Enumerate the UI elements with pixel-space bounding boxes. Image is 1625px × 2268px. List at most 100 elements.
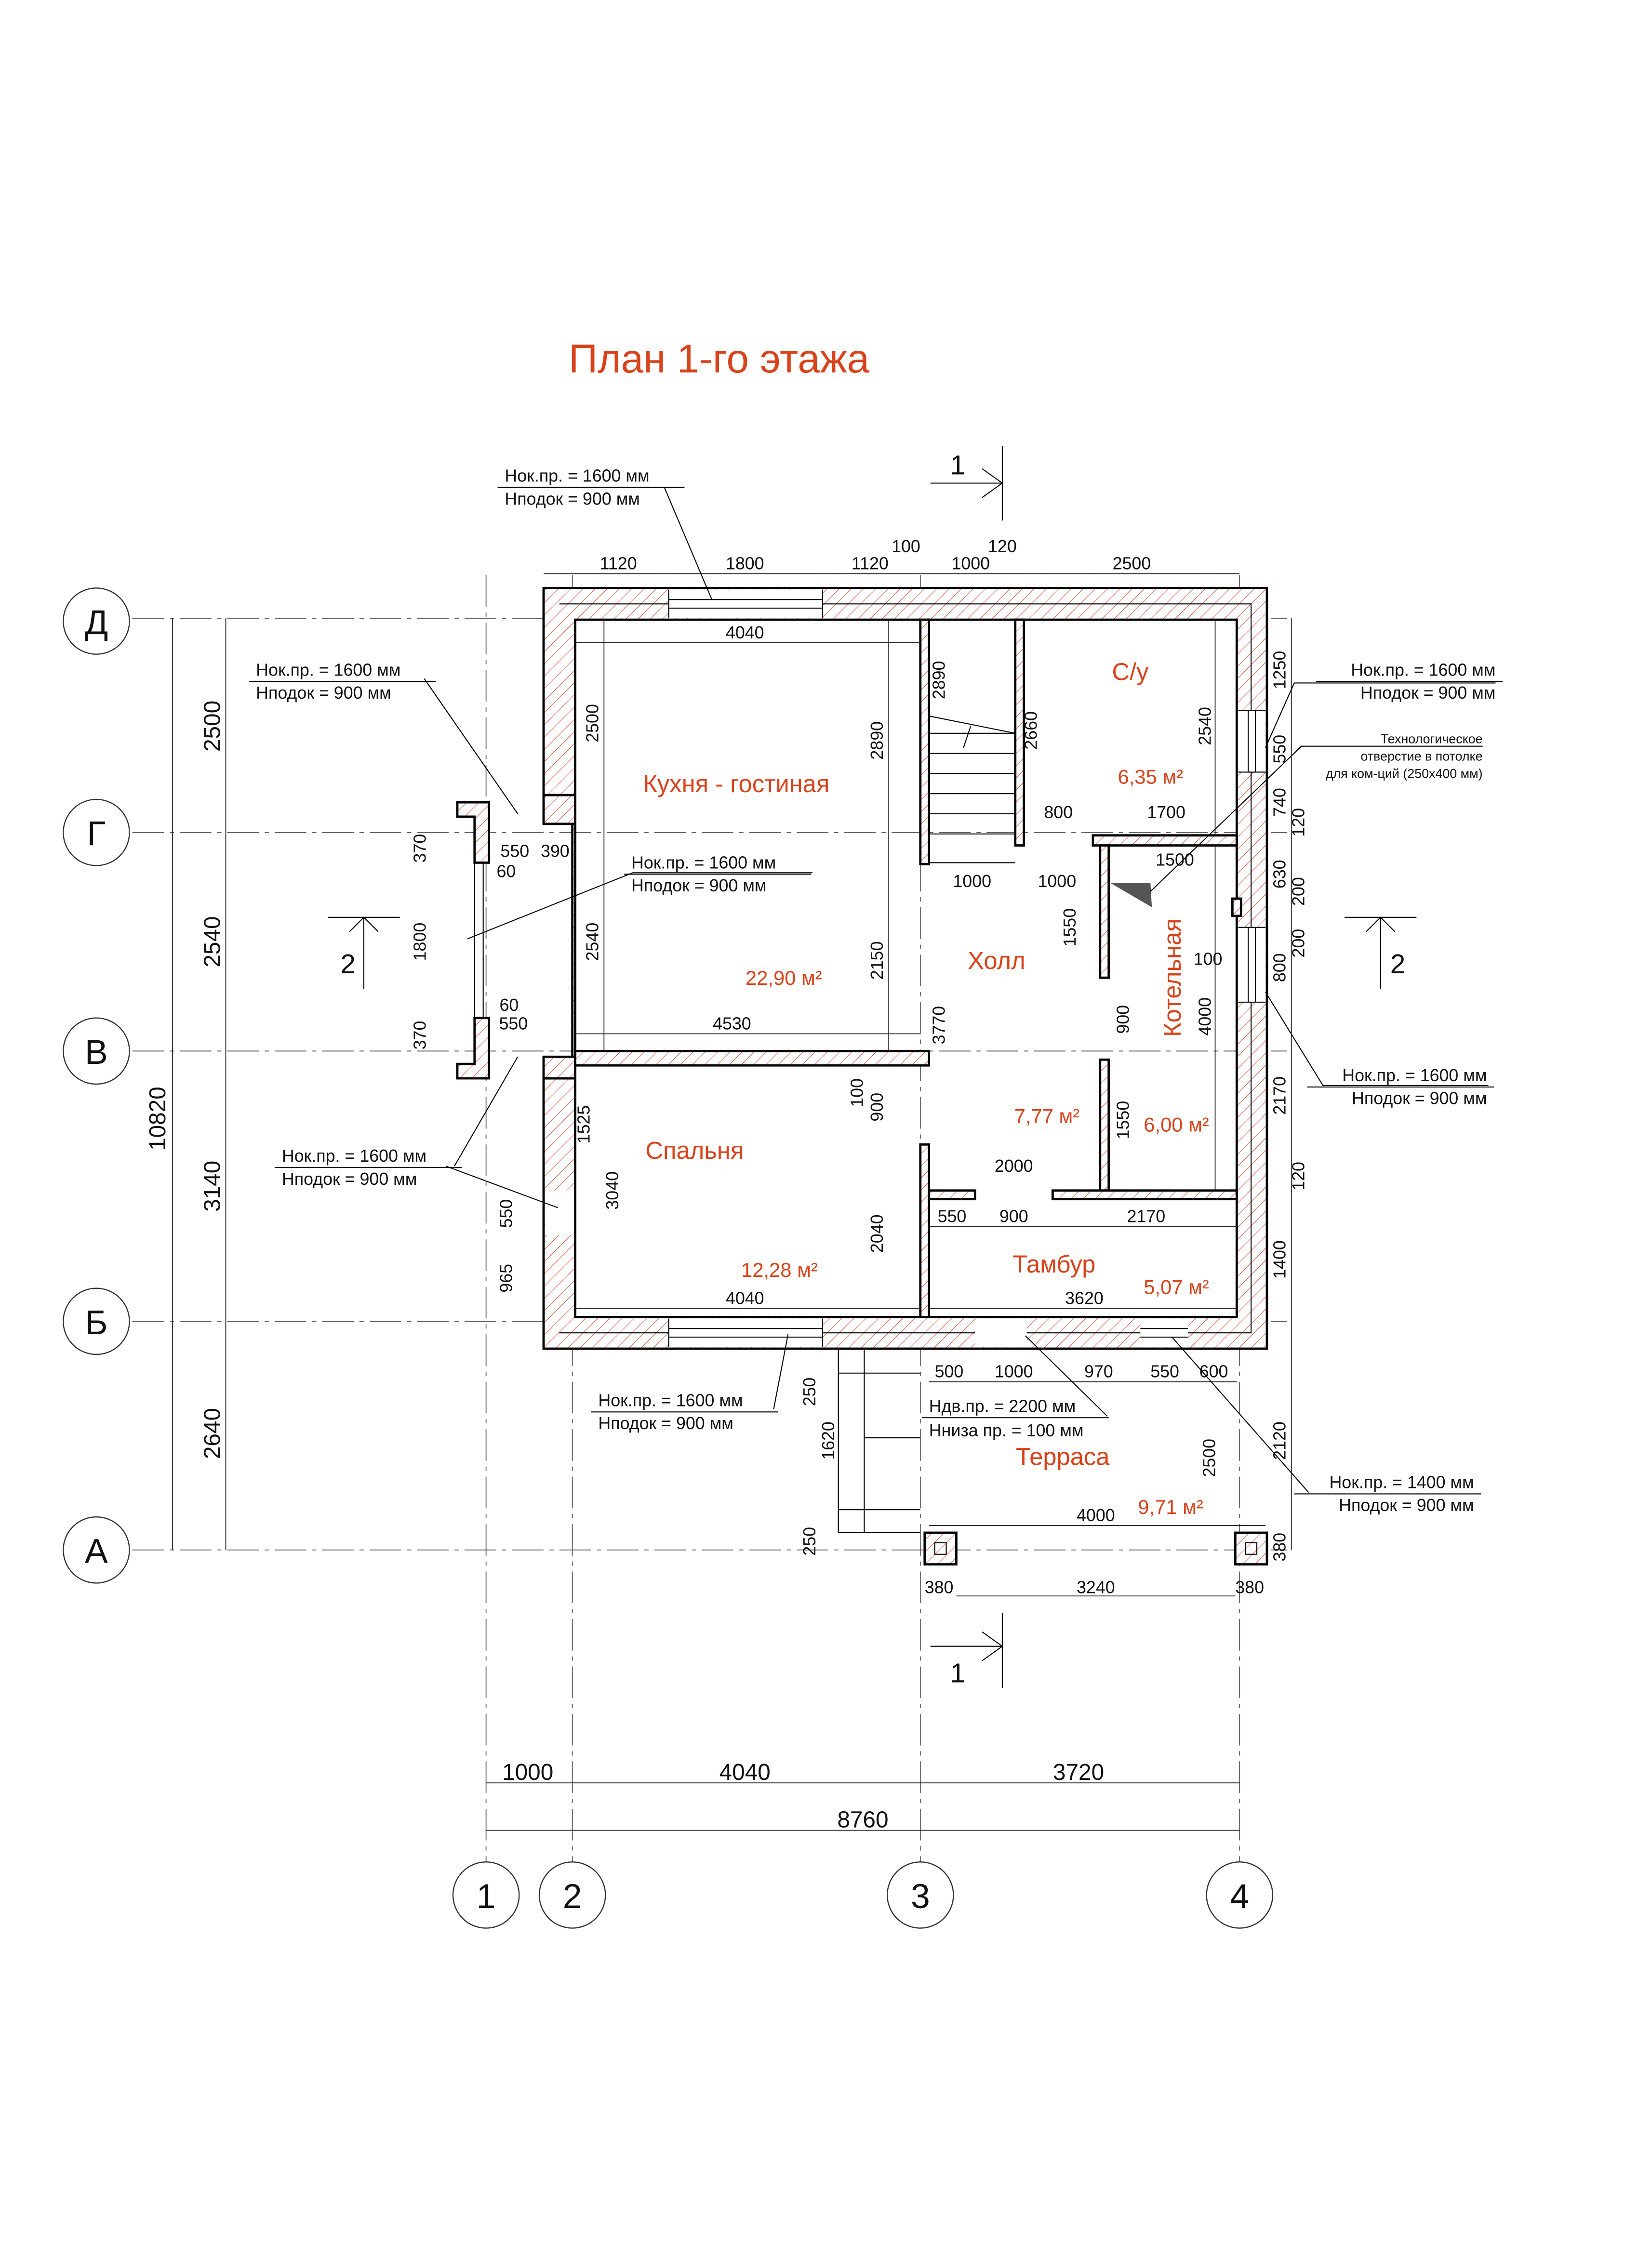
axis-bubble (63, 1017, 130, 1085)
room-area: 12,28 м² (741, 1259, 818, 1281)
dimension-label: 500 (935, 1362, 964, 1381)
dimension-label: 970 (1084, 1362, 1113, 1381)
axis-column-label: 2 (563, 1877, 582, 1916)
section-mark-label: 1 (950, 1658, 966, 1688)
dimension-label: 1525 (574, 1105, 593, 1144)
dimension-label: 1700 (1147, 803, 1185, 822)
dimension-label: 1000 (1038, 872, 1076, 891)
dimension-label: 1400 (1270, 1240, 1290, 1279)
annotation-note-line: Нподок = 900 мм (598, 1414, 733, 1433)
dimension-label: 965 (496, 1264, 516, 1293)
axis-bubble (63, 1287, 130, 1355)
dimension-label: 1620 (819, 1421, 838, 1460)
dimension-label: 1120 (852, 554, 889, 573)
annotation-note-line: Нок.пр. = 1600 мм (598, 1391, 743, 1410)
dimension-label: 4040 (726, 1289, 764, 1308)
annotation-note-line: Нок.пр. = 1400 мм (1329, 1472, 1474, 1492)
annotation-note-line: Нподок = 900 мм (1339, 1496, 1474, 1515)
dimension-label: 2150 (867, 942, 887, 980)
drawing-title: План 1-го этажа (569, 336, 870, 381)
dimension-label: 8760 (837, 1807, 888, 1833)
dimension-label: 550 (496, 1199, 516, 1228)
annotation-notes: Нок.пр. = 1600 мм Нподок = 900 мм Нок.пр. … (249, 466, 1503, 1515)
annotation-note-line: Нок.пр. = 1600 мм (282, 1146, 426, 1166)
dimension-label: 60 (496, 862, 516, 881)
dimension-label: 600 (1199, 1362, 1228, 1381)
dimension-label: 1800 (726, 554, 764, 573)
dimension-label: 550 (499, 1014, 528, 1034)
leader-lines (424, 487, 1496, 1493)
dimension-label: 60 (499, 995, 519, 1015)
dimension-label: 4530 (713, 1014, 751, 1034)
dimension-label: 2890 (867, 721, 887, 760)
dimension-label: 4000 (1077, 1506, 1115, 1525)
axis-row-label: Г (87, 815, 106, 853)
dimension-label: 1120 (600, 554, 637, 573)
dimension-label: 2170 (1270, 1076, 1290, 1115)
dimension-label: 630 (1270, 860, 1290, 889)
room-area: 5,07 м² (1144, 1276, 1209, 1299)
dimension-label: 120 (1289, 1162, 1308, 1191)
annotation-note-line: Нподок = 900 мм (1360, 683, 1496, 703)
dimension-label: 900 (867, 1093, 887, 1122)
room-area: 9,71 м² (1138, 1496, 1203, 1518)
dimension-label: 120 (988, 537, 1017, 556)
dimension-label: 550 (938, 1207, 967, 1226)
dimension-label: 100 (892, 537, 920, 556)
axis-column-label: 3 (911, 1877, 930, 1916)
room-name: Кухня - гостиная (643, 770, 829, 797)
dimension-label: 3140 (200, 1161, 226, 1212)
dimension-label: 550 (1150, 1362, 1179, 1381)
dimension-label: 10820 (145, 1087, 171, 1151)
annotation-note-line: Нок.пр. = 1600 мм (631, 853, 776, 872)
axis-bubble (1206, 1861, 1274, 1929)
axis-bubble (538, 1861, 606, 1929)
axis-row-label: Д (85, 603, 108, 642)
dimension-label: 3720 (1053, 1760, 1104, 1785)
terrace-steps (838, 1349, 920, 1534)
dimension-label: 2000 (995, 1156, 1033, 1176)
axis-row-label: А (85, 1532, 108, 1571)
axis-row-label: Б (85, 1303, 107, 1342)
dimension-label: 4040 (726, 623, 764, 642)
dimension-label: 380 (1235, 1578, 1264, 1597)
annotation-note-line: Нподок = 900 мм (631, 876, 767, 895)
annotation-note-line: Ндв.пр. = 2200 мм (929, 1396, 1076, 1416)
dimension-label: 2890 (930, 661, 949, 700)
dimension-label: 2640 (200, 1408, 226, 1459)
dimension-label: 2120 (1270, 1421, 1290, 1460)
room-area: 6,35 м² (1118, 765, 1183, 788)
dimension-label: 1000 (502, 1760, 553, 1785)
dimension-label: 800 (1270, 953, 1290, 982)
dimension-label: 3620 (1065, 1289, 1104, 1308)
dimension-label: 1000 (995, 1362, 1033, 1381)
dimension-label: 4040 (719, 1760, 771, 1785)
dimension-label: 1800 (410, 923, 429, 961)
axis-bubble (886, 1861, 954, 1929)
dimension-label: 100 (1194, 949, 1223, 968)
annotation-note-line: для ком-ций (250x400 мм) (1326, 766, 1483, 781)
dimension-label: 120 (1289, 808, 1308, 837)
axis-bubble (452, 1861, 520, 1929)
annotation-note-line: Нподок = 900 мм (1352, 1089, 1487, 1108)
dimension-label: 4000 (1196, 997, 1215, 1036)
annotation-note-line: отверстие в потолке (1360, 749, 1482, 764)
annotation-note-line: Нподок = 900 мм (256, 683, 391, 703)
dimension-label: 900 (999, 1207, 1028, 1226)
dimension-label: 200 (1289, 929, 1308, 958)
dimension-label: 740 (1270, 788, 1290, 817)
dimension-label: 250 (800, 1378, 819, 1406)
room-name: Терраса (1016, 1443, 1110, 1471)
dimension-label: 2500 (200, 701, 226, 752)
dimension-label: 2540 (583, 923, 602, 961)
dimension-label: 2500 (583, 704, 602, 743)
room-name: Тамбур (1012, 1250, 1095, 1278)
dimension-label: 2500 (1200, 1439, 1219, 1477)
dimension-label: 370 (410, 834, 429, 863)
section-mark-label: 2 (340, 949, 356, 980)
dimension-label: 2500 (1113, 554, 1151, 573)
annotation-note-line: Нподок = 900 мм (282, 1169, 417, 1189)
